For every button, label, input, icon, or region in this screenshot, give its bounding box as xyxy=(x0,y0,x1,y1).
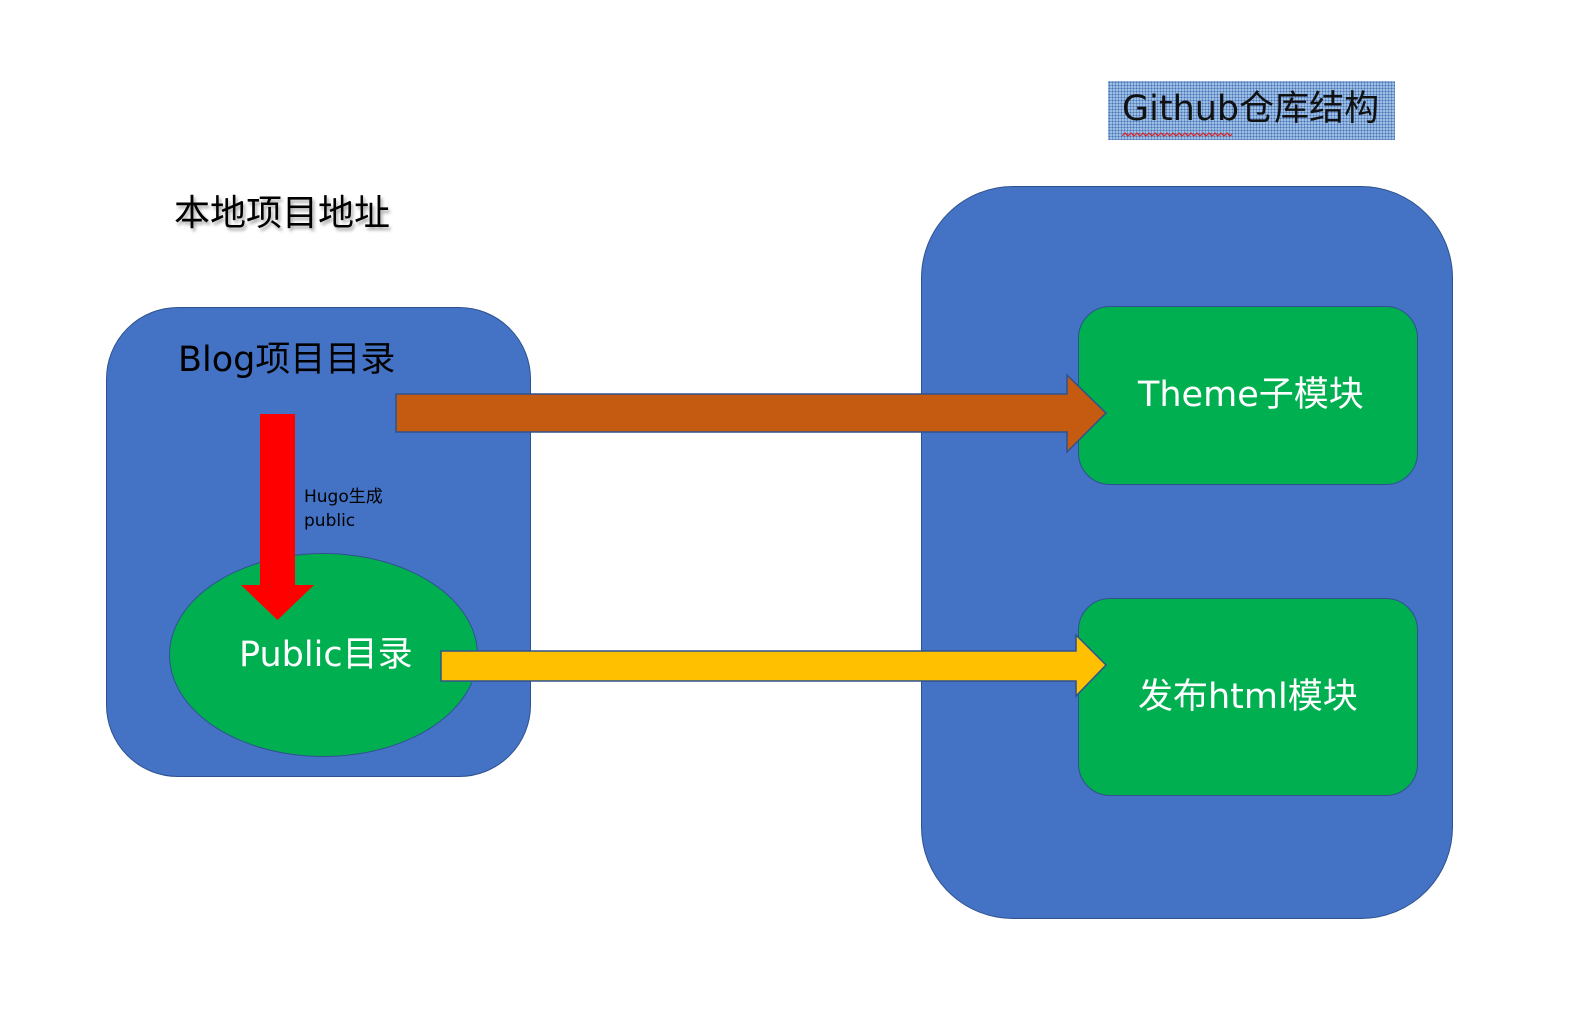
github-title-highlight xyxy=(1108,81,1395,140)
publish-html-module-label: 发布html模块 xyxy=(1138,677,1358,717)
github-repo-container xyxy=(921,186,1453,919)
hugo-generate-note: Hugo生成 public xyxy=(304,486,414,534)
hugo-note-line2: public xyxy=(304,510,356,531)
publish-html-module-box xyxy=(1078,598,1418,796)
public-dir-label: Public目录 xyxy=(239,635,413,675)
theme-module-box xyxy=(1078,306,1418,485)
github-repo-title: Github仓库结构 xyxy=(1122,89,1380,129)
hugo-note-line1: Hugo生成 xyxy=(304,487,383,507)
local-project-title: 本地项目地址 xyxy=(174,193,391,234)
blog-dir-label: Blog项目目录 xyxy=(178,340,396,380)
theme-module-label: Theme子模块 xyxy=(1138,375,1364,415)
spellcheck-underline xyxy=(1122,132,1232,137)
